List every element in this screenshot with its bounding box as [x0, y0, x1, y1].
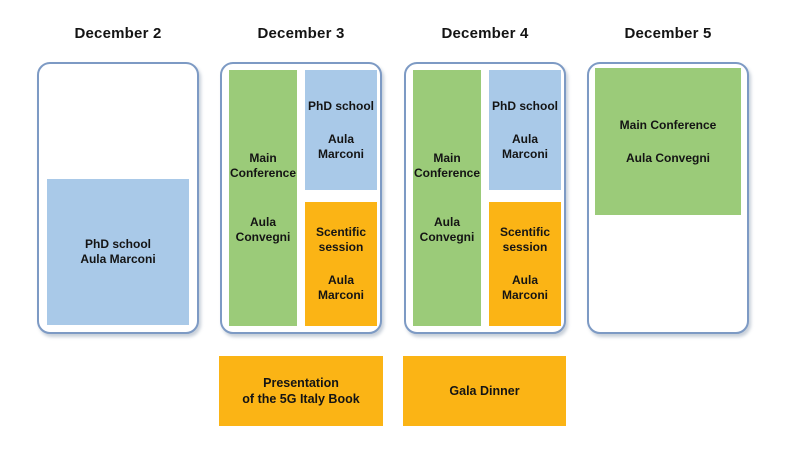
- event-location: Aula Marconi: [501, 131, 548, 161]
- event-location: Aula Convegni: [625, 150, 710, 165]
- event-title: PhD school: [307, 98, 374, 113]
- day-header-december-4: December 4: [441, 25, 529, 42]
- event-location: Aula Marconi: [317, 273, 364, 302]
- event-location: Aula Marconi: [317, 131, 364, 161]
- day-card-december-5: Main Conference Aula Convegni: [587, 62, 749, 334]
- day-card-december-2: PhD school Aula Marconi: [37, 62, 199, 334]
- event-location: Aula Convegni: [419, 215, 475, 244]
- event-location: Aula Marconi: [501, 273, 548, 302]
- event-location: Aula Convegni: [235, 215, 291, 244]
- event-phd-school: PhD school Aula Marconi: [47, 179, 189, 325]
- event-gala-dinner: Gala Dinner: [403, 356, 566, 426]
- day-card-december-3: Main Conference Aula Convegni PhD school…: [220, 62, 382, 334]
- event-title: PhD school: [84, 237, 151, 251]
- event-title: Scentific session: [499, 225, 550, 254]
- event-scientific-session: Scentific session Aula Marconi: [489, 202, 561, 326]
- event-phd-school: PhD school Aula Marconi: [305, 70, 377, 190]
- event-label: Gala Dinner: [449, 384, 520, 398]
- event-location: Aula Marconi: [80, 252, 156, 266]
- event-title: Main Conference: [413, 151, 481, 180]
- event-main-conference: Main Conference Aula Convegni: [229, 70, 297, 326]
- day-header-december-2: December 2: [74, 25, 162, 42]
- event-title: Main Conference: [229, 151, 297, 180]
- event-phd-school: PhD school Aula Marconi: [489, 70, 561, 190]
- day-header-december-5: December 5: [624, 25, 712, 42]
- day-header-december-3: December 3: [257, 25, 345, 42]
- event-label: Presentation of the 5G Italy Book: [242, 376, 360, 406]
- event-presentation-5g-italy-book: Presentation of the 5G Italy Book: [219, 356, 383, 426]
- event-title: PhD school: [491, 98, 558, 113]
- event-main-conference: Main Conference Aula Convegni: [413, 70, 481, 326]
- event-scientific-session: Scentific session Aula Marconi: [305, 202, 377, 326]
- event-main-conference: Main Conference Aula Convegni: [595, 68, 741, 215]
- event-title: Scentific session: [315, 225, 366, 254]
- event-title: Main Conference: [619, 117, 717, 132]
- day-card-december-4: Main Conference Aula Convegni PhD school…: [404, 62, 566, 334]
